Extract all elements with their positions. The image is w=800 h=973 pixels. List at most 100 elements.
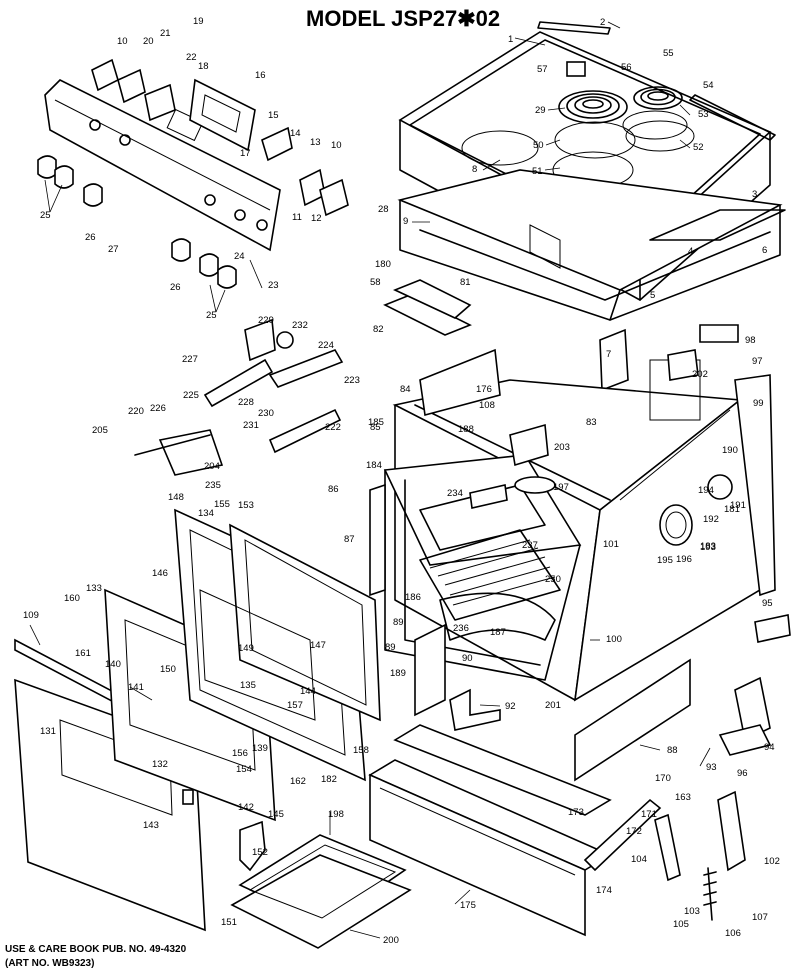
callout: 53 (698, 109, 709, 120)
callout: 183 (700, 541, 716, 552)
callout: 156 (232, 748, 248, 759)
callout: 25 (40, 210, 51, 221)
callout: 186 (405, 592, 421, 603)
footer-line-1: USE & CARE BOOK PUB. NO. 49-4320 (5, 944, 187, 955)
callout: 16 (255, 70, 266, 81)
callout: 236 (453, 623, 469, 634)
callout: 81 (460, 277, 471, 288)
callout: 163 (675, 792, 691, 803)
vent-236 (469, 484, 508, 509)
callout: 9 (403, 216, 408, 227)
callout: 83 (586, 417, 597, 428)
callout: 173 (568, 807, 584, 818)
callout: 175 (460, 900, 476, 911)
callout: 12 (311, 213, 322, 224)
callout: 95 (762, 598, 773, 609)
callout: 182 (321, 774, 337, 785)
callout: 250 (545, 574, 561, 585)
callout: 132 (152, 759, 168, 770)
callout: 93 (706, 762, 717, 773)
callout: 171 (641, 809, 657, 820)
callout: 160 (64, 593, 80, 604)
callout: 205 (92, 425, 108, 436)
callout: 188 (458, 424, 474, 435)
callout: 227 (182, 354, 198, 365)
callout: 3 (752, 189, 757, 200)
callout: 29 (535, 105, 546, 116)
callout: 98 (745, 335, 756, 346)
callout: 161 (75, 648, 91, 659)
callout: 100 (606, 634, 622, 645)
callout: 204 (204, 461, 220, 472)
callout: 143 (143, 820, 159, 831)
callout: 82 (373, 324, 384, 335)
callout: 103 (684, 906, 700, 917)
bake-element (439, 592, 556, 641)
infinite-switch-right (117, 68, 146, 104)
callout: 104 (631, 854, 647, 865)
callout: 231 (243, 420, 259, 431)
hinge-right (717, 790, 746, 872)
callout: 8 (472, 164, 477, 175)
callout: 21 (160, 28, 171, 39)
callout: 157 (287, 700, 303, 711)
callout: 17 (240, 148, 251, 159)
leader-lines (29, 21, 711, 939)
callout: 54 (703, 80, 714, 91)
callout: 50 (533, 140, 544, 151)
callout: 11 (292, 212, 302, 223)
drip-tray (383, 294, 472, 336)
callout: 172 (626, 826, 642, 837)
callout: 85 (370, 422, 381, 433)
callout: 194 (698, 485, 714, 496)
callout: 15 (268, 110, 279, 121)
callout: 201 (545, 700, 561, 711)
callout: 97 (752, 356, 763, 367)
callout: 230 (258, 408, 274, 419)
callout: 153 (238, 500, 254, 511)
callout: 180 (375, 259, 391, 270)
sensor-198 (514, 476, 556, 494)
callout: 102 (764, 856, 780, 867)
light-lens (659, 504, 693, 546)
callout: 106 (725, 928, 741, 939)
relay-203 (667, 349, 699, 381)
callout: 84 (400, 384, 411, 395)
callout: 14 (290, 128, 301, 139)
storage-drawer (368, 759, 612, 937)
callout: 107 (752, 912, 768, 923)
callout: 24 (234, 251, 245, 262)
callout: 187 (490, 627, 506, 638)
lock-motor-208 (509, 423, 549, 467)
bottom-frame (574, 658, 691, 782)
callout: 25 (206, 310, 217, 321)
bracket-88 (369, 483, 386, 597)
callout: 28 (378, 204, 389, 215)
hinge-left (239, 820, 266, 872)
callout: 170 (655, 773, 671, 784)
callout: 198 (328, 809, 344, 820)
callout: 203 (554, 442, 570, 453)
footer-line-2: (ART NO. WB9323) (5, 958, 94, 969)
callout: 151 (221, 917, 237, 928)
bracket-92 (414, 623, 446, 717)
callout: 55 (663, 48, 674, 59)
callout: 142 (238, 802, 254, 813)
callout: 149 (238, 643, 254, 654)
surface-unit-coil-large (558, 90, 628, 124)
callout: 58 (370, 277, 381, 288)
callout: 200 (383, 935, 399, 946)
callout: 226 (150, 403, 166, 414)
callout: 4 (688, 246, 693, 257)
callout: 144 (300, 686, 316, 697)
callout: 87 (344, 534, 355, 545)
callout: 139 (252, 743, 268, 754)
callout: 162 (290, 776, 306, 787)
callout: 2 (600, 17, 605, 28)
callout: 146 (152, 568, 168, 579)
hinge-104 (654, 813, 681, 882)
callout: 22 (186, 52, 197, 63)
callout: 190 (722, 445, 738, 456)
callout: 94 (764, 742, 775, 753)
callout: 235 (205, 480, 221, 491)
